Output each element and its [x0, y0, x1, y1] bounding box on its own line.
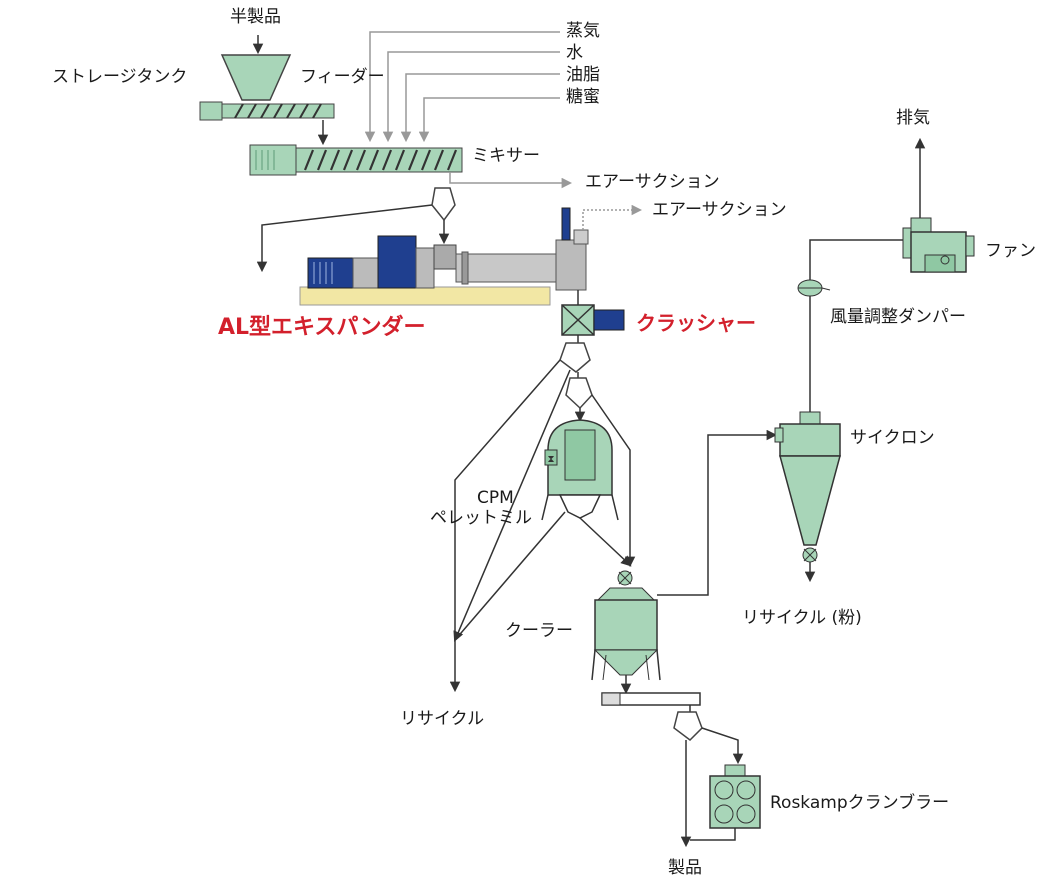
mixer: [249, 144, 463, 176]
storage-tank-label: ストレージタンク: [52, 67, 188, 87]
product-label: 製品: [668, 858, 702, 878]
air-suction-1-label: エアーサクション: [585, 172, 720, 192]
diverter-4: [673, 711, 744, 848]
additive-lines: [364, 31, 560, 143]
molasses-label: 糖蜜: [566, 87, 600, 107]
mixer-label: ミキサー: [472, 146, 540, 166]
cpm-pellet-mill: ⧗: [454, 419, 632, 641]
crusher-label: クラッシャー: [636, 311, 756, 335]
air-suction-line-1: [449, 172, 573, 189]
cooler-label: クーラー: [505, 621, 573, 641]
fan-label: ファン: [985, 241, 1036, 261]
cooler-exhaust-line: [657, 429, 778, 596]
fan-duct: [797, 239, 905, 412]
oil-fat-label: 油脂: [566, 65, 600, 85]
cpm-label-line2: ペレットミル: [430, 508, 532, 528]
storage-tank-hopper: [220, 35, 292, 101]
cyclone-label: サイクロン: [850, 428, 935, 448]
air-suction-2-label: エアーサクション: [652, 200, 787, 220]
cooler: [591, 570, 661, 695]
feeder-label: フィーダー: [300, 67, 385, 87]
diverter-3: [565, 377, 636, 568]
cpm-label-line1: CPM: [477, 488, 514, 508]
conveyor: [601, 692, 701, 712]
semi-product-label: 半製品: [230, 7, 281, 27]
roskamp-crumbler: [690, 764, 761, 841]
air-suction-line-2: [582, 204, 643, 230]
fan: [902, 137, 975, 273]
cyclone: [774, 411, 841, 583]
water-label: 水: [566, 43, 583, 63]
damper-label: 風量調整ダンパー: [830, 307, 966, 327]
recycle-lines: [449, 335, 591, 693]
feeder-screw: [199, 101, 335, 146]
svg-text:⧗: ⧗: [547, 454, 554, 465]
diverter-1: [256, 187, 456, 273]
recycle-label: リサイクル: [400, 709, 485, 729]
crusher: [561, 290, 625, 336]
steam-label: 蒸気: [566, 21, 600, 41]
recycle-powder-label: リサイクル (粉): [742, 608, 862, 628]
exhaust-label: 排気: [896, 108, 930, 128]
crumbler-label: Roskampクランブラー: [770, 793, 950, 813]
al-expander: [299, 207, 589, 306]
expander-label: AL型エキスパンダー: [218, 315, 426, 340]
